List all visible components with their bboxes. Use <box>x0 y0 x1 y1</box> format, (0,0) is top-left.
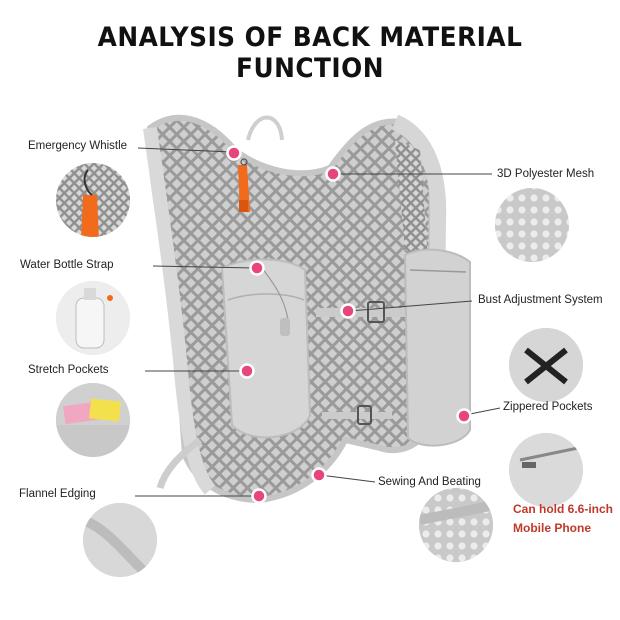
buckle-thumbnail <box>509 328 583 402</box>
label-emergency-whistle: Emergency Whistle <box>28 140 128 152</box>
label-stretch-pockets: Stretch Pockets <box>28 364 109 376</box>
whistle-icon <box>238 158 250 212</box>
leader-lines <box>135 147 501 497</box>
markers <box>226 145 472 504</box>
edging-thumbnail <box>83 503 157 577</box>
label-water-bottle-strap: Water Bottle Strap <box>20 259 114 271</box>
mesh-thumbnail <box>495 188 569 262</box>
label-bust-adjustment: Bust Adjustment System <box>478 294 603 306</box>
bottle-pocket <box>220 258 312 439</box>
bottle-thumbnail <box>56 281 130 355</box>
label-phone-capacity-line2: Mobile Phone <box>513 521 591 535</box>
whistle-thumbnail <box>56 163 130 237</box>
zipper-pocket <box>403 248 471 447</box>
label-sewing-and-beating: Sewing And Beating <box>378 476 481 488</box>
stitching-thumbnail <box>419 488 493 562</box>
label-zippered-pockets: Zippered Pockets <box>503 401 593 413</box>
page-title: ANALYSIS OF BACK MATERIAL FUNCTION <box>97 22 523 84</box>
zipper-thumbnail <box>509 433 583 507</box>
label-phone-capacity-line1: Can hold 6.6-inch <box>513 502 614 516</box>
bust-strap <box>156 301 406 490</box>
label-flannel-edging: Flannel Edging <box>19 488 96 500</box>
pocket-thumbnail <box>56 383 130 457</box>
label-3d-polyester-mesh: 3D Polyester Mesh <box>497 168 595 180</box>
